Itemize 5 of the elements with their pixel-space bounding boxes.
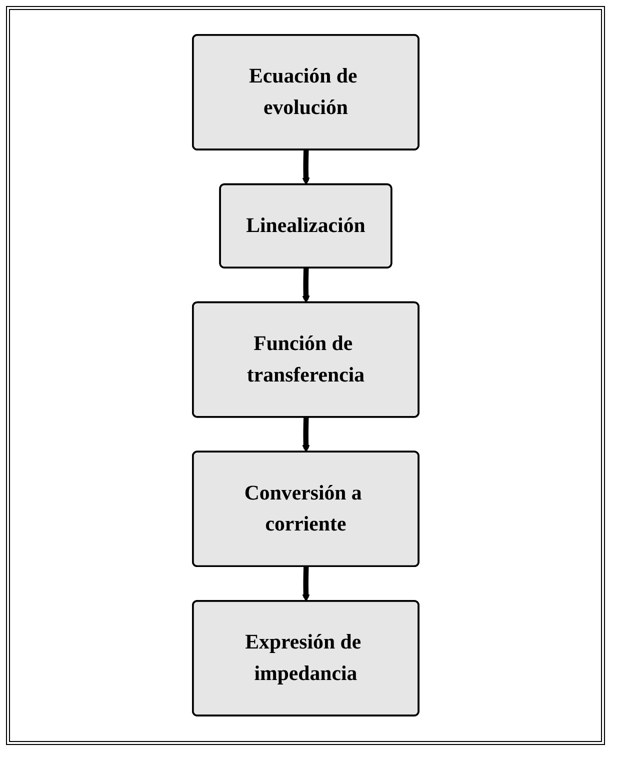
arrow xyxy=(302,268,310,304)
arrow xyxy=(302,150,310,186)
arrow xyxy=(302,418,310,453)
arrow xyxy=(302,566,310,602)
flowchart-drawing: Ecuación de evolución Linealización Función de transferencia Conversión a corriente Expresión de impedancia xyxy=(24,28,586,723)
